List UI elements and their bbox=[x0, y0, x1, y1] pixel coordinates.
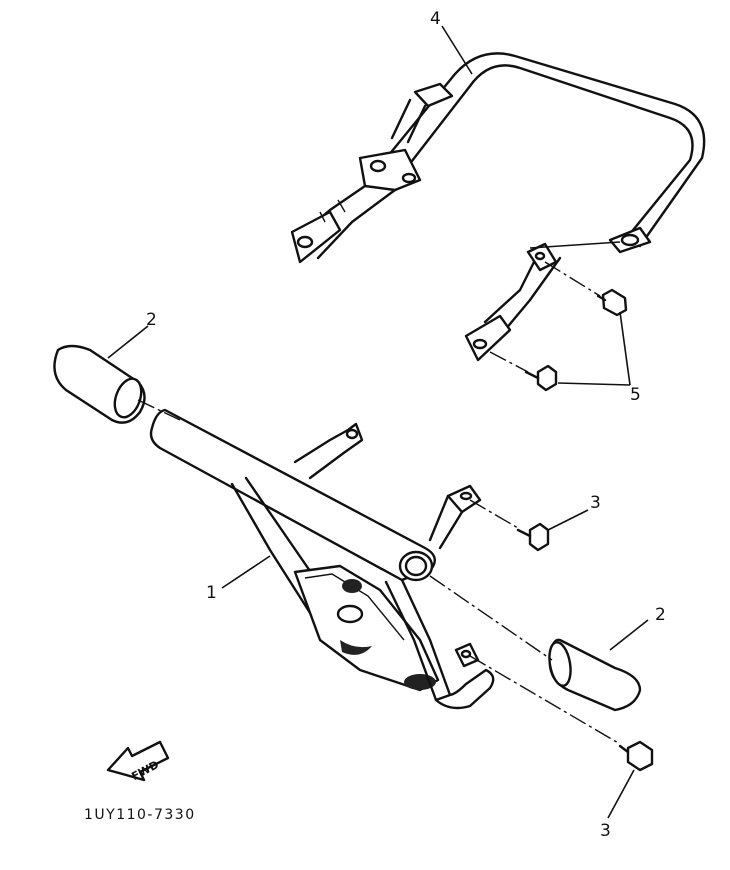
callout-2-right: 2 bbox=[655, 605, 666, 625]
grab-bar bbox=[290, 52, 706, 362]
axis-line-cap-left bbox=[137, 399, 181, 421]
leader-3-lower bbox=[607, 769, 635, 819]
bolt-rear-upper bbox=[596, 288, 628, 317]
bolt-front-lower bbox=[618, 740, 654, 772]
bolt-rear-lower bbox=[524, 364, 558, 392]
leader-5 bbox=[557, 311, 631, 386]
leader-2-right bbox=[609, 619, 649, 651]
callout-1: 1 bbox=[206, 583, 217, 603]
reference-code: 1UY110-7330 bbox=[84, 807, 196, 823]
end-cap-right bbox=[548, 638, 642, 712]
callout-3-lower: 3 bbox=[600, 821, 611, 841]
bolt-front-upper bbox=[516, 522, 550, 552]
leader-2-left bbox=[107, 325, 149, 359]
callout-2-left: 2 bbox=[146, 310, 157, 330]
front-bumper bbox=[149, 408, 495, 710]
leader-4 bbox=[441, 25, 473, 75]
axis-line-bolt-upper bbox=[469, 499, 519, 529]
axis-line-cap-right bbox=[429, 575, 553, 661]
leader-1 bbox=[221, 555, 271, 589]
axis-line-rear-lower bbox=[489, 351, 529, 373]
callout-4: 4 bbox=[430, 9, 441, 29]
axis-line-rear-upper bbox=[544, 261, 601, 297]
end-cap-left bbox=[53, 344, 146, 424]
callout-3-upper: 3 bbox=[590, 493, 601, 513]
callout-5: 5 bbox=[630, 385, 641, 405]
fwd-arrow-icon: FWD bbox=[106, 740, 170, 783]
leader-3-upper bbox=[547, 509, 589, 531]
